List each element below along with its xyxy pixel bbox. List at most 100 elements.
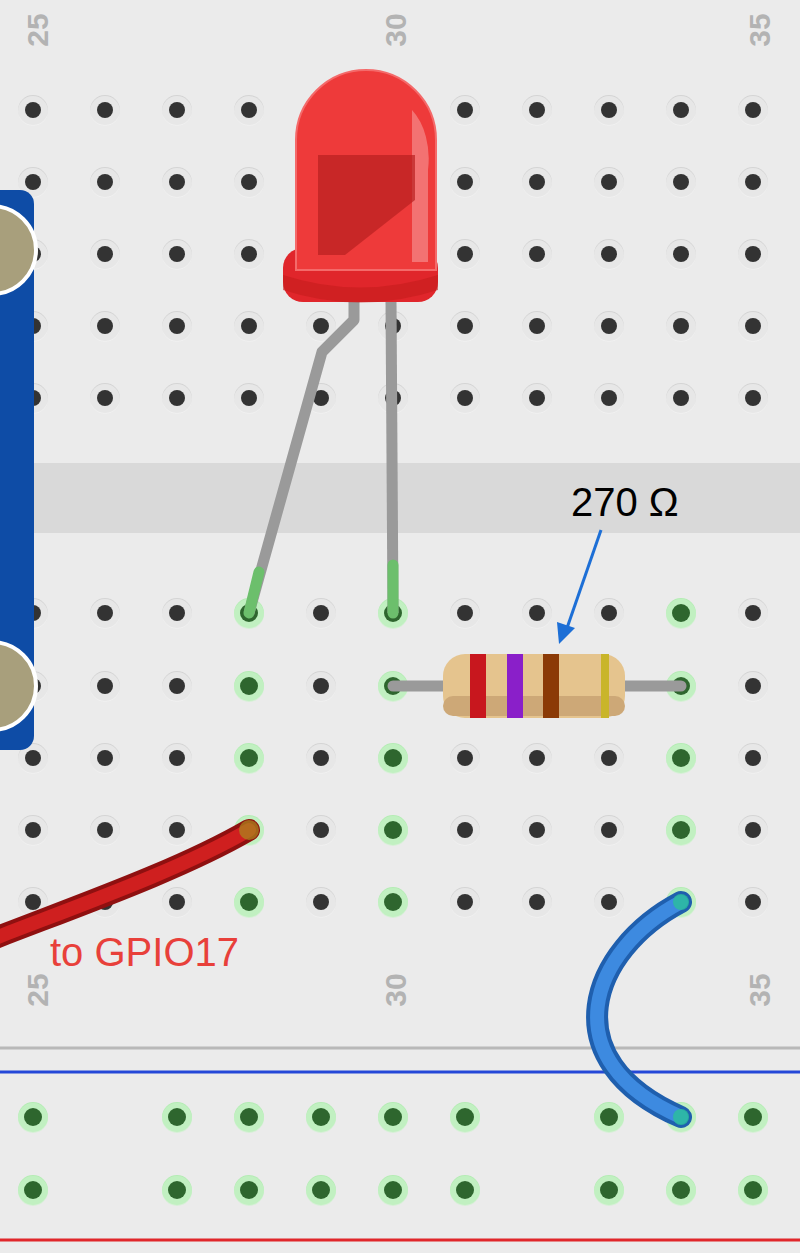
breadboard-hole	[666, 1175, 696, 1206]
hole-shine	[90, 672, 120, 702]
hole-shine	[162, 1176, 192, 1206]
wire-outline	[597, 902, 681, 1117]
hole-ring	[522, 239, 552, 269]
hole-shine	[90, 744, 120, 774]
hole-dot	[169, 102, 185, 118]
resistor-band	[543, 654, 559, 718]
breadboard-hole	[450, 815, 480, 846]
breadboard-hole	[738, 239, 768, 270]
hole-dot	[241, 318, 257, 334]
hole-dot	[241, 102, 257, 118]
breadboard-hole	[738, 311, 768, 342]
hole-ring	[666, 167, 696, 197]
hole-ring	[738, 1175, 768, 1205]
hole-ring	[522, 887, 552, 917]
hole-ring	[162, 887, 192, 917]
hole-shine	[162, 384, 192, 414]
hole-ring	[18, 815, 48, 845]
breadboard-hole	[666, 743, 696, 774]
hole-shine	[522, 888, 552, 918]
led-flange-shadow	[283, 275, 438, 303]
hole-dot	[529, 246, 545, 262]
hole-shine	[306, 672, 336, 702]
hole-shine	[666, 599, 696, 629]
hole-ring	[522, 95, 552, 125]
breadboard-hole	[738, 1102, 768, 1133]
hole-dot	[97, 605, 113, 621]
leg-end	[388, 565, 399, 613]
hole-dot	[313, 318, 329, 334]
hole-shine	[234, 1103, 264, 1133]
hole-shine	[450, 384, 480, 414]
hole-ring	[450, 95, 480, 125]
hole-ring	[90, 239, 120, 269]
center-channel	[0, 463, 800, 533]
hole-ring	[594, 239, 624, 269]
hole-shine	[522, 96, 552, 126]
breadboard-hole	[738, 743, 768, 774]
hole-ring	[522, 311, 552, 341]
hole-dot	[97, 174, 113, 190]
hole-shine	[522, 384, 552, 414]
breadboard-hole	[234, 167, 264, 198]
led-symbol	[283, 70, 438, 303]
breadboard-hole	[90, 239, 120, 270]
hole-ring	[378, 815, 408, 845]
hole-dot	[529, 390, 545, 406]
pi-cobbler-board	[0, 190, 36, 750]
hole-ring	[666, 239, 696, 269]
hole-shine	[450, 744, 480, 774]
hole-ring	[162, 167, 192, 197]
hole-shine	[90, 240, 120, 270]
hole-dot	[745, 678, 761, 694]
gpio-wire	[0, 820, 259, 940]
hole-ring	[738, 311, 768, 341]
hole-shine	[18, 816, 48, 846]
hole-ring	[18, 1102, 48, 1132]
hole-shine	[594, 599, 624, 629]
hole-dot	[24, 1108, 42, 1126]
hole-shine	[522, 168, 552, 198]
resistor-band	[470, 654, 486, 718]
hole-ring	[738, 239, 768, 269]
hole-shine	[594, 888, 624, 918]
hole-dot	[457, 605, 473, 621]
hole-dot	[24, 1181, 42, 1199]
hole-dot	[745, 750, 761, 766]
hole-dot	[312, 1108, 330, 1126]
breadboard-hole	[378, 1102, 408, 1133]
hole-ring	[666, 743, 696, 773]
hole-ring	[306, 815, 336, 845]
hole-dot	[529, 822, 545, 838]
breadboard-hole	[90, 383, 120, 414]
hole-dot	[313, 822, 329, 838]
hole-dot	[169, 318, 185, 334]
hole-ring	[90, 95, 120, 125]
hole-ring	[306, 1175, 336, 1205]
hole-dot	[673, 174, 689, 190]
resistor-value: 270 Ω	[568, 480, 682, 524]
hole-dot	[600, 1181, 618, 1199]
hole-dot	[601, 605, 617, 621]
hole-ring	[90, 383, 120, 413]
hole-ring	[234, 383, 264, 413]
hole-ring	[450, 311, 480, 341]
breadboard-hole	[234, 239, 264, 270]
breadboard-hole	[162, 671, 192, 702]
hole-shine	[306, 1176, 336, 1206]
hole-dot	[384, 749, 402, 767]
hole-shine	[234, 1176, 264, 1206]
hole-shine	[738, 168, 768, 198]
breadboard-hole	[234, 383, 264, 414]
breadboard-hole	[18, 1102, 48, 1133]
hole-shine	[162, 744, 192, 774]
hole-shine	[666, 312, 696, 342]
hole-dot	[745, 605, 761, 621]
hole-dot	[97, 750, 113, 766]
hole-ring	[234, 743, 264, 773]
column-number: 30	[381, 973, 411, 1006]
hole-shine	[234, 888, 264, 918]
hole-ring	[594, 743, 624, 773]
hole-dot	[601, 174, 617, 190]
